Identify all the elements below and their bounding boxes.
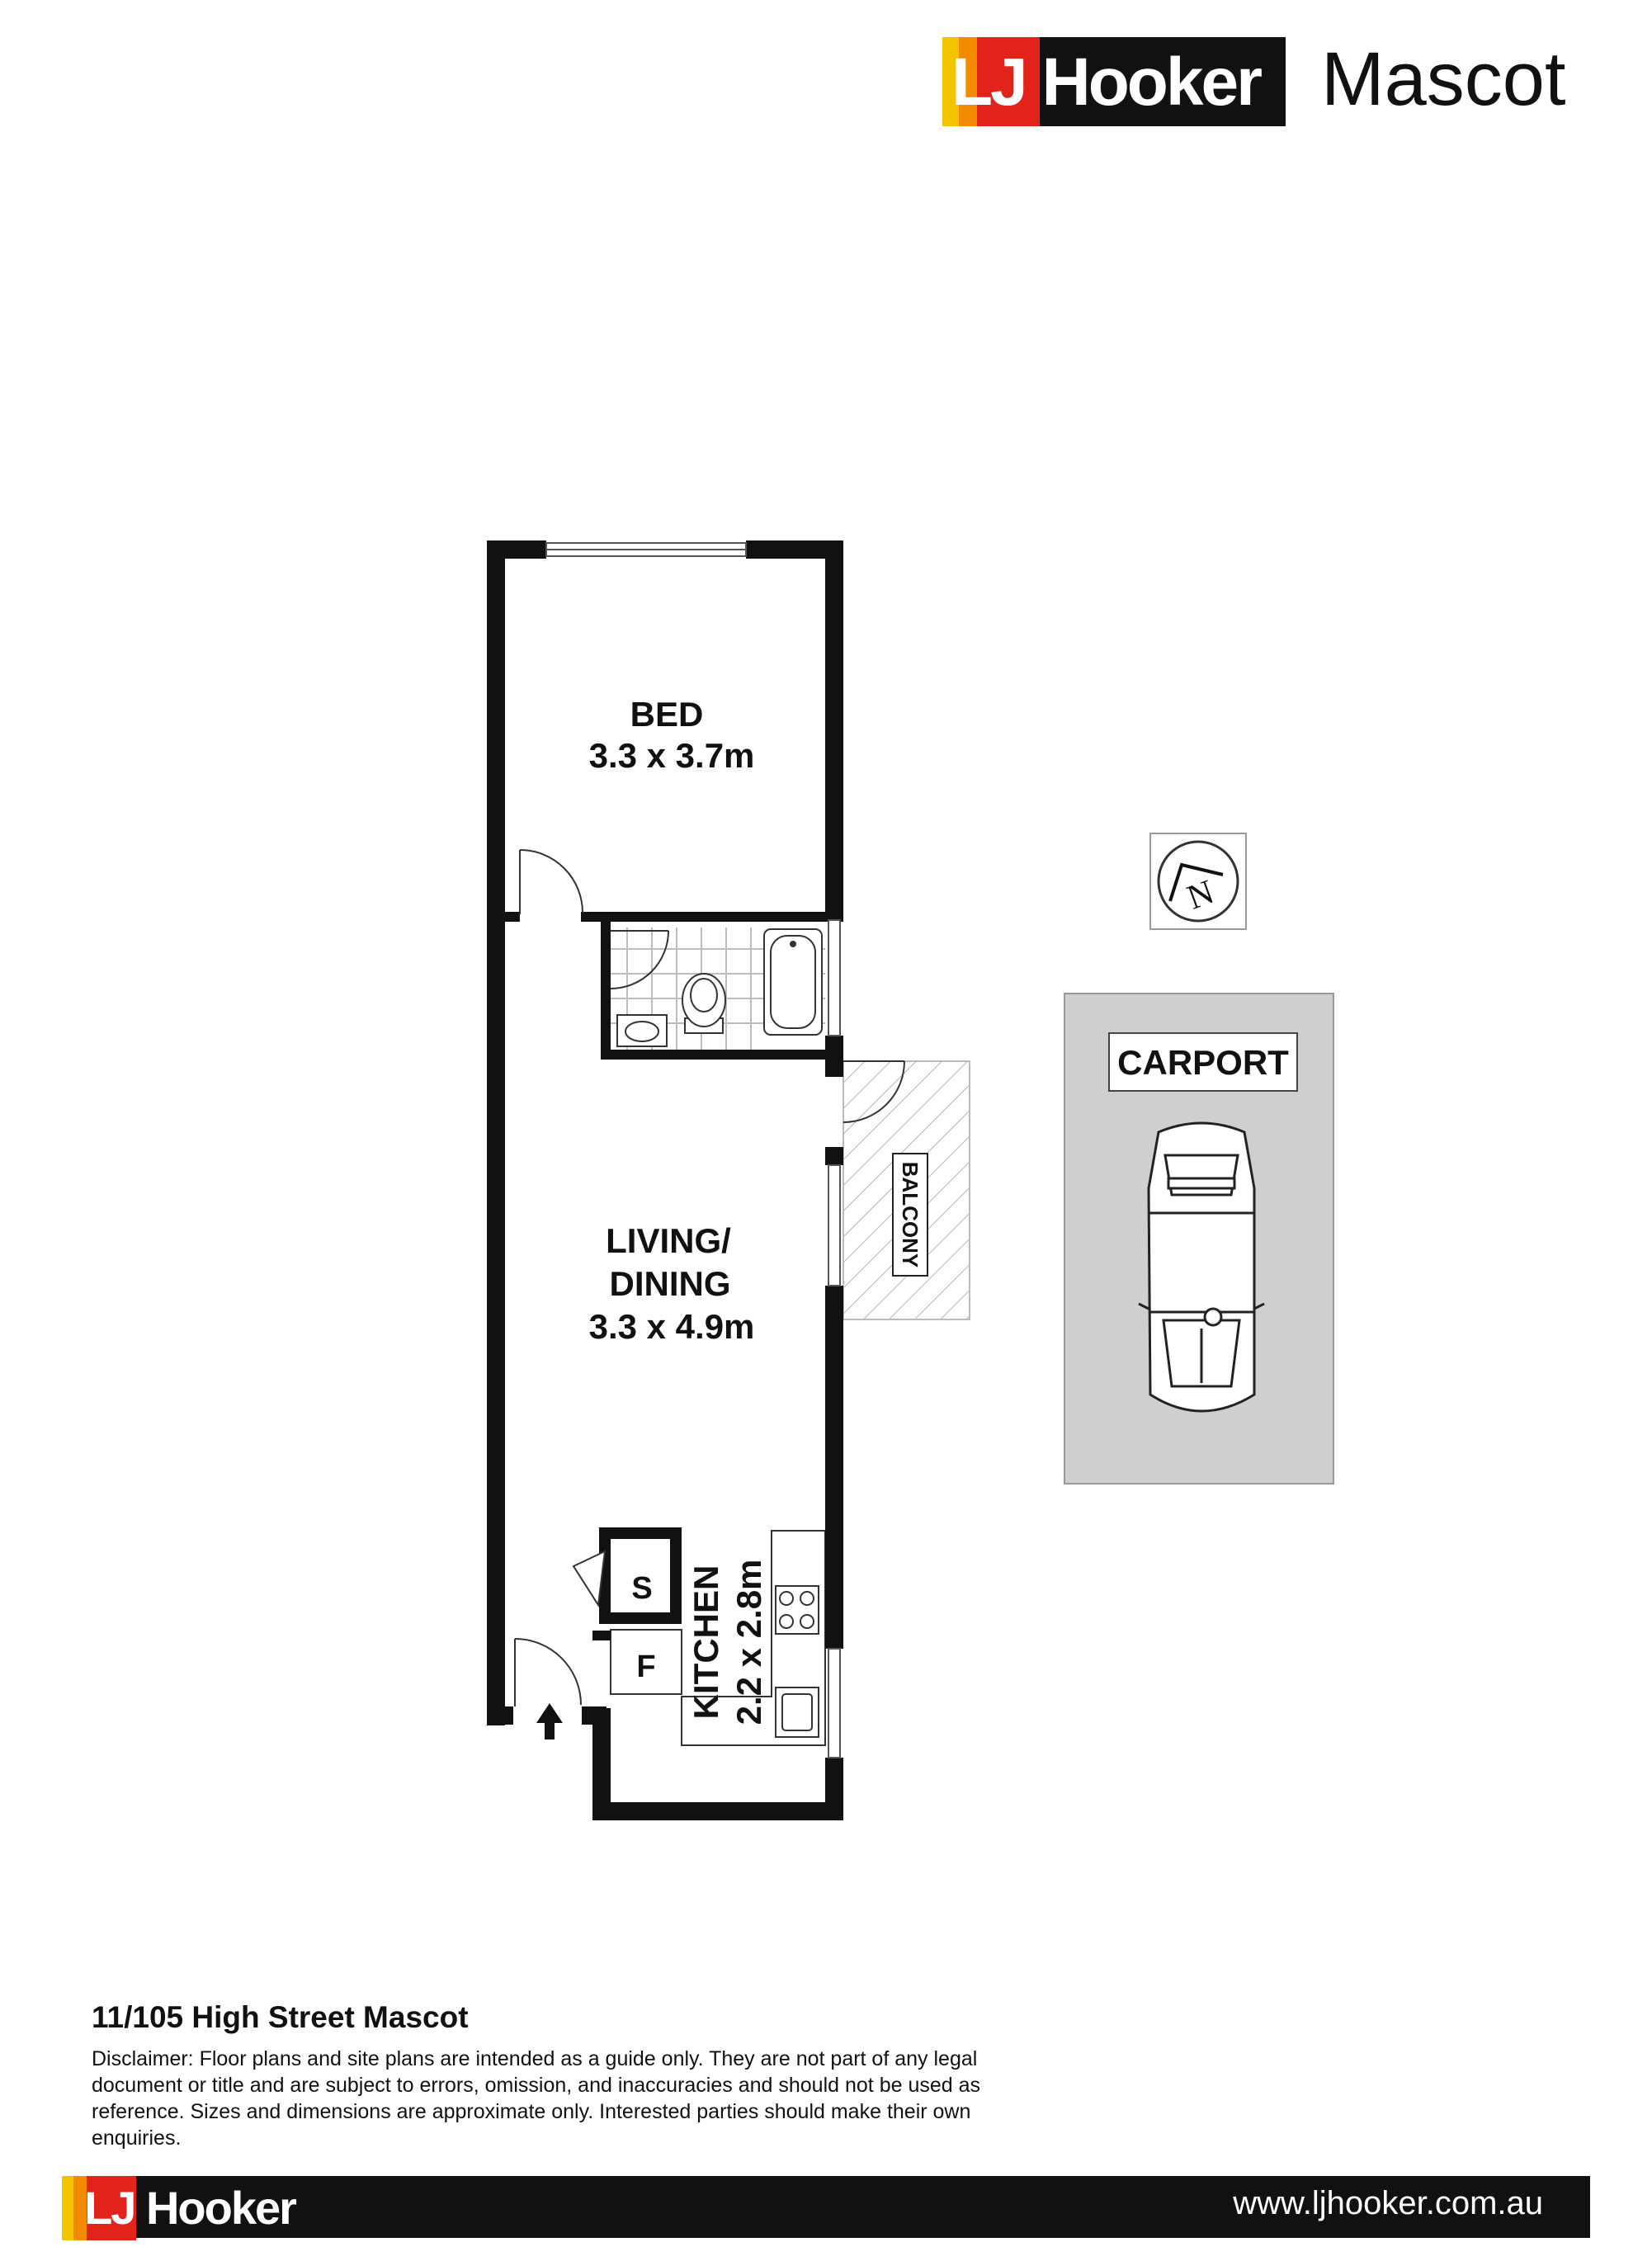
living-size: 3.3 x 4.9m (589, 1307, 755, 1346)
bed-label: BED (630, 695, 704, 734)
header-logo-text: LJ Hooker (951, 45, 1262, 120)
fridge-space: F (610, 1629, 682, 1695)
kitchen-size: 2.2 x 2.8m (729, 1560, 768, 1725)
kitchen-label: KITCHEN (687, 1565, 725, 1720)
carport: CARPORT (1064, 993, 1334, 1485)
car-icon (1138, 1121, 1265, 1413)
basin (616, 1014, 668, 1047)
footer-band (62, 2176, 1590, 2238)
kitchen-sink (775, 1687, 819, 1738)
website-link[interactable]: www.ljhooker.com.au (1233, 2185, 1543, 2221)
living-label-2: DINING (610, 1264, 731, 1303)
cooktop (775, 1585, 819, 1635)
header-logo: LJ Hooker (942, 37, 1286, 126)
compass-icon: N (1149, 833, 1247, 930)
windows (545, 542, 841, 1758)
living-label-1: LIVING/ (606, 1221, 731, 1260)
storage-cupboard: S (572, 1527, 682, 1624)
balcony-label: BALCONY (898, 1162, 923, 1268)
footer-logo: LJ Hooker (62, 2176, 298, 2240)
footer-logo-text: LJ Hooker (84, 2182, 296, 2234)
walls (487, 540, 843, 1820)
disclaimer: Disclaimer: Floor plans and site plans a… (92, 2047, 981, 2150)
entry-arrow-icon (536, 1703, 563, 1739)
bathroom (609, 928, 825, 1050)
office-name: Mascot (1321, 37, 1566, 121)
storage-label: S (631, 1571, 652, 1606)
property-address: 11/105 High Street Mascot (92, 2000, 469, 2034)
doors (514, 849, 905, 1706)
toilet (682, 973, 726, 1034)
fridge-label: F (636, 1650, 655, 1684)
bed-size: 3.3 x 3.7m (589, 736, 755, 775)
balcony: BALCONY (843, 1060, 970, 1320)
carport-label: CARPORT (1117, 1043, 1289, 1082)
